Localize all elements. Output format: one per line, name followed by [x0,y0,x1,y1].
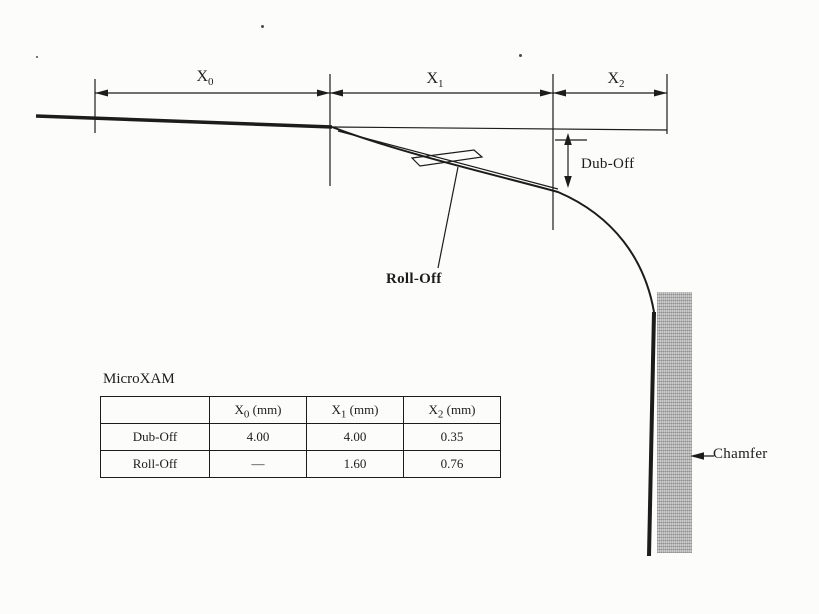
roll-off-region-outline [410,149,484,167]
roll-off-x2-value: 0.76 [403,450,501,478]
table-header-empty [100,396,210,424]
arrowhead-x2-left [553,89,566,97]
edge-profile-curve [331,126,655,313]
scan-artifact [36,56,38,58]
table-row-dub-off: Dub-Off 4.00 4.00 0.35 [100,423,501,451]
roll-off-leader [437,166,459,269]
dim-x0-base: X [196,68,209,85]
roll-off-label: Roll-Off [386,271,442,287]
dub-off-label: Dub-Off [581,156,635,172]
row-label-roll-off: Roll-Off [100,450,210,478]
wafer-surface-line [35,114,333,129]
dim-x2-sub: 2 [619,78,625,91]
reference-line [331,126,668,131]
dim-label-x0: X0 [183,68,227,89]
dim-label-x1: X1 [413,70,457,91]
header-x2-sub: 2 [437,408,444,421]
table-header-x0: X0 (mm) [209,396,307,424]
row-label-dub-off: Dub-Off [100,423,210,451]
header-x0-sub: 0 [243,408,250,421]
wafer-edge-line [647,311,656,557]
arrowhead-duboff-bottom [564,176,572,188]
arrowhead-duboff-top [564,133,572,145]
dim-x2-base: X [607,70,620,87]
dub-off-x2-value: 0.35 [403,423,501,451]
header-x1-base: X [331,402,341,417]
arrowhead-x1-right [540,89,553,97]
header-x2-base: X [428,402,438,417]
thin-lines [94,74,714,457]
roll-off-x1-value: 1.60 [306,450,404,478]
header-x0-base: X [234,402,244,417]
arrowhead-x2-right [654,89,667,97]
dim-label-x2: X2 [594,70,638,91]
header-x2-unit: (mm) [443,402,476,417]
table-title: MicroXAM [103,371,175,387]
table-header-x1: X1 (mm) [306,396,404,424]
dub-off-x1-value: 4.00 [306,423,404,451]
scan-artifact [519,54,522,57]
arrowhead-x1-left [330,89,343,97]
dub-off-x0-value: 4.00 [209,423,307,451]
chamfer-label: Chamfer [713,446,768,462]
dim-x1-sub: 1 [438,78,444,91]
dim-x1-base: X [426,70,439,87]
chamfer-strip [657,292,692,553]
table-header-x2: X2 (mm) [403,396,501,424]
scan-artifact [261,25,264,28]
measurement-table: X0 (mm) X1 (mm) X2 (mm) Dub-Off 4.00 4.0… [100,396,501,478]
header-x1-unit: (mm) [346,402,379,417]
table-header-row: X0 (mm) X1 (mm) X2 (mm) [100,396,501,424]
arrowhead-chamfer [690,452,704,460]
header-x1-sub: 1 [340,408,347,421]
arrowhead-x0-left [95,89,108,97]
table-row-roll-off: Roll-Off — 1.60 0.76 [100,450,501,478]
header-x0-unit: (mm) [249,402,282,417]
roll-off-x0-value: — [209,450,307,478]
dim-x0-sub: 0 [208,76,214,89]
arrowhead-x0-right [317,89,330,97]
chord-line [337,130,559,190]
arrowheads [95,89,704,460]
